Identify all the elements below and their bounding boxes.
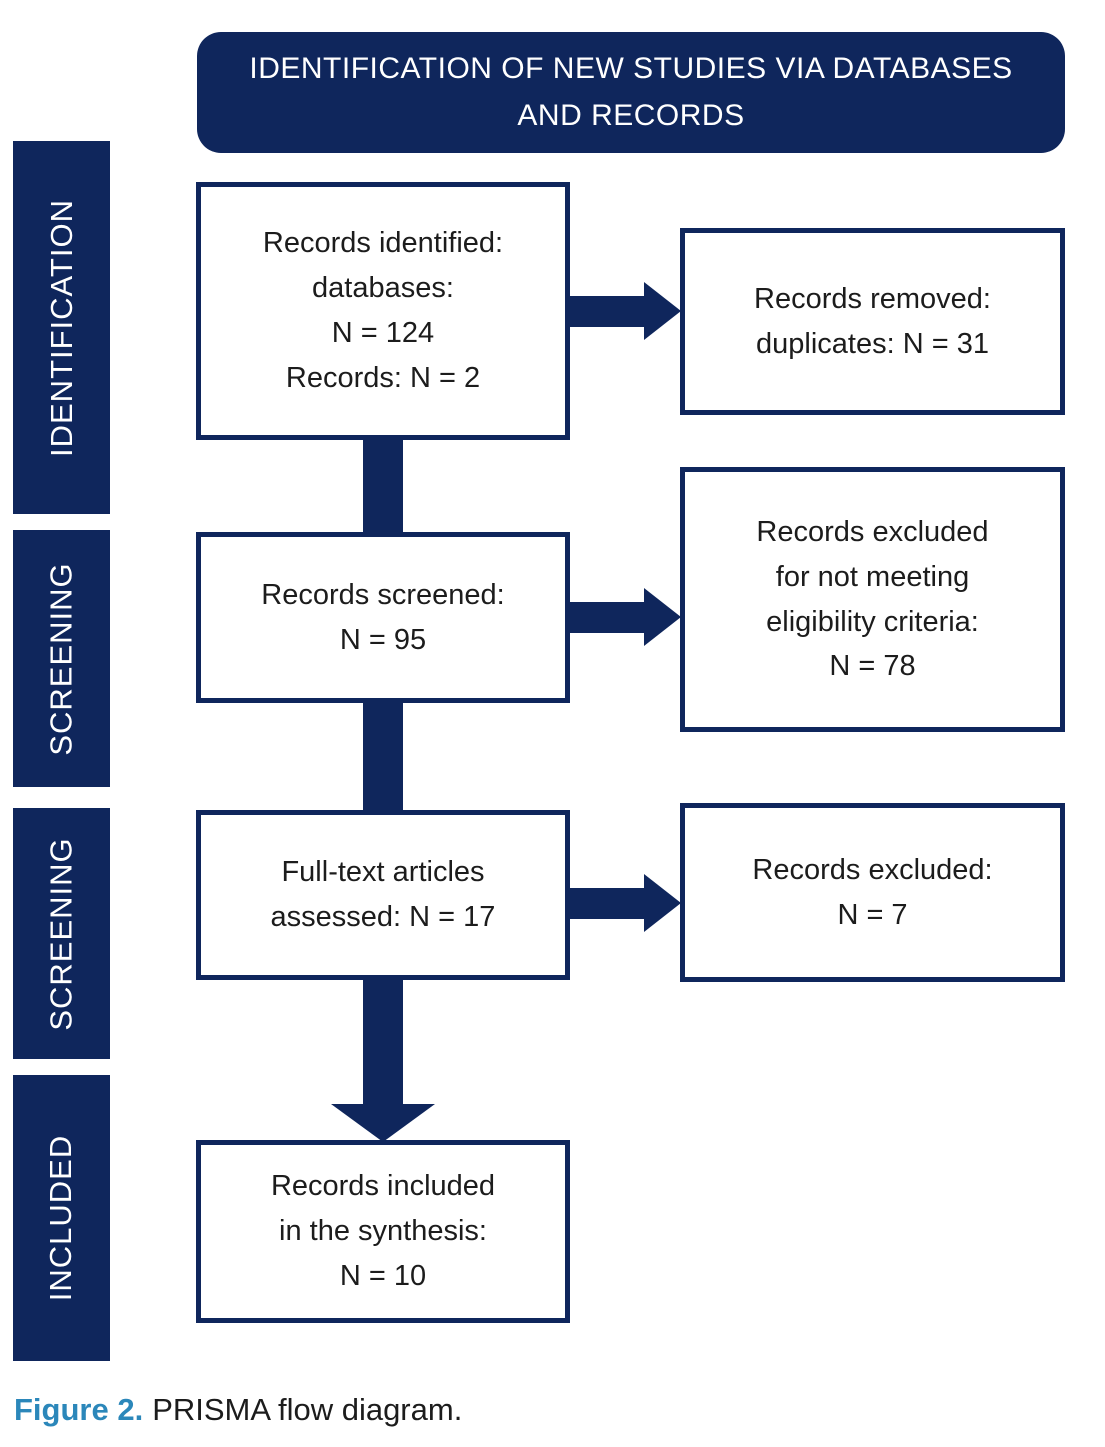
connector-fulltext-to-included (363, 978, 403, 1106)
arrow-fulltext-to-excluded (566, 888, 645, 919)
flow-box-records-screened: Records screened: N = 95 (196, 532, 570, 703)
figure-caption-text: PRISMA flow diagram. (152, 1392, 463, 1427)
flow-box-fulltext-assessed: Full-text articles assessed: N = 17 (196, 810, 570, 980)
flow-box-line: Records identified: (262, 227, 504, 260)
flow-box-line: duplicates: N = 31 (756, 327, 989, 360)
flow-box-line: for not meeting (775, 560, 970, 593)
figure-caption: Figure 2.PRISMA flow diagram. (14, 1392, 462, 1428)
stage-box-screening-1: SCREENING (13, 530, 110, 787)
flow-box-line: databases: (312, 272, 454, 305)
flow-box-line: Records included (270, 1170, 496, 1203)
stage-label-included: INCLUDED (43, 1134, 79, 1302)
stage-label-screening-2: SCREENING (43, 836, 79, 1031)
flow-box-records-identified: Records identified: databases: N = 124 R… (196, 182, 570, 440)
flow-box-line: Full-text articles (281, 856, 485, 889)
stage-box-identification: IDENTIFICATION (13, 141, 110, 514)
flow-box-line: eligibility criteria: (766, 605, 979, 638)
flow-box-line: Records removed: (754, 282, 991, 315)
flow-box-records-excluded-eligibility: Records excluded for not meeting eligibi… (680, 467, 1065, 732)
right-arrow-icon-2 (644, 588, 681, 646)
stage-box-included: INCLUDED (13, 1075, 110, 1361)
flow-box-line: N = 95 (339, 623, 427, 656)
right-arrow-icon-3 (644, 874, 681, 932)
stage-label-screening-1: SCREENING (43, 561, 79, 756)
down-arrow-icon (331, 1104, 435, 1142)
flow-box-line: N = 7 (837, 898, 908, 931)
flow-box-line: Records excluded: (752, 853, 993, 886)
flow-box-line: in the synthesis: (279, 1215, 487, 1248)
arrow-screened-to-excluded (566, 602, 645, 633)
connector-screened-to-fulltext (363, 700, 403, 813)
figure-caption-label: Figure 2. (14, 1392, 144, 1427)
flow-box-records-included: Records included in the synthesis: N = 1… (196, 1140, 570, 1323)
flow-box-line: Records excluded (756, 515, 989, 548)
flow-box-line: Records: N = 2 (285, 361, 481, 394)
flow-box-line: Records screened: (261, 578, 505, 611)
header-banner: IDENTIFICATION OF NEW STUDIES VIA DATABA… (197, 32, 1065, 153)
stage-label-identification: IDENTIFICATION (43, 198, 79, 457)
connector-identified-to-screened (363, 440, 403, 535)
header-line-2: AND RECORDS (517, 98, 745, 132)
stage-box-screening-2: SCREENING (13, 808, 110, 1059)
arrow-identified-to-removed (566, 296, 645, 327)
flow-box-line: N = 10 (339, 1259, 427, 1292)
flow-box-records-excluded-fulltext: Records excluded: N = 7 (680, 803, 1065, 982)
flow-box-line: N = 124 (331, 317, 435, 349)
flow-box-records-removed: Records removed: duplicates: N = 31 (680, 228, 1065, 415)
right-arrow-icon-1 (644, 282, 681, 340)
flow-box-line: assessed: N = 17 (270, 901, 496, 933)
flow-box-line: N = 78 (829, 650, 916, 683)
header-line-1: IDENTIFICATION OF NEW STUDIES VIA DATABA… (249, 52, 1013, 85)
